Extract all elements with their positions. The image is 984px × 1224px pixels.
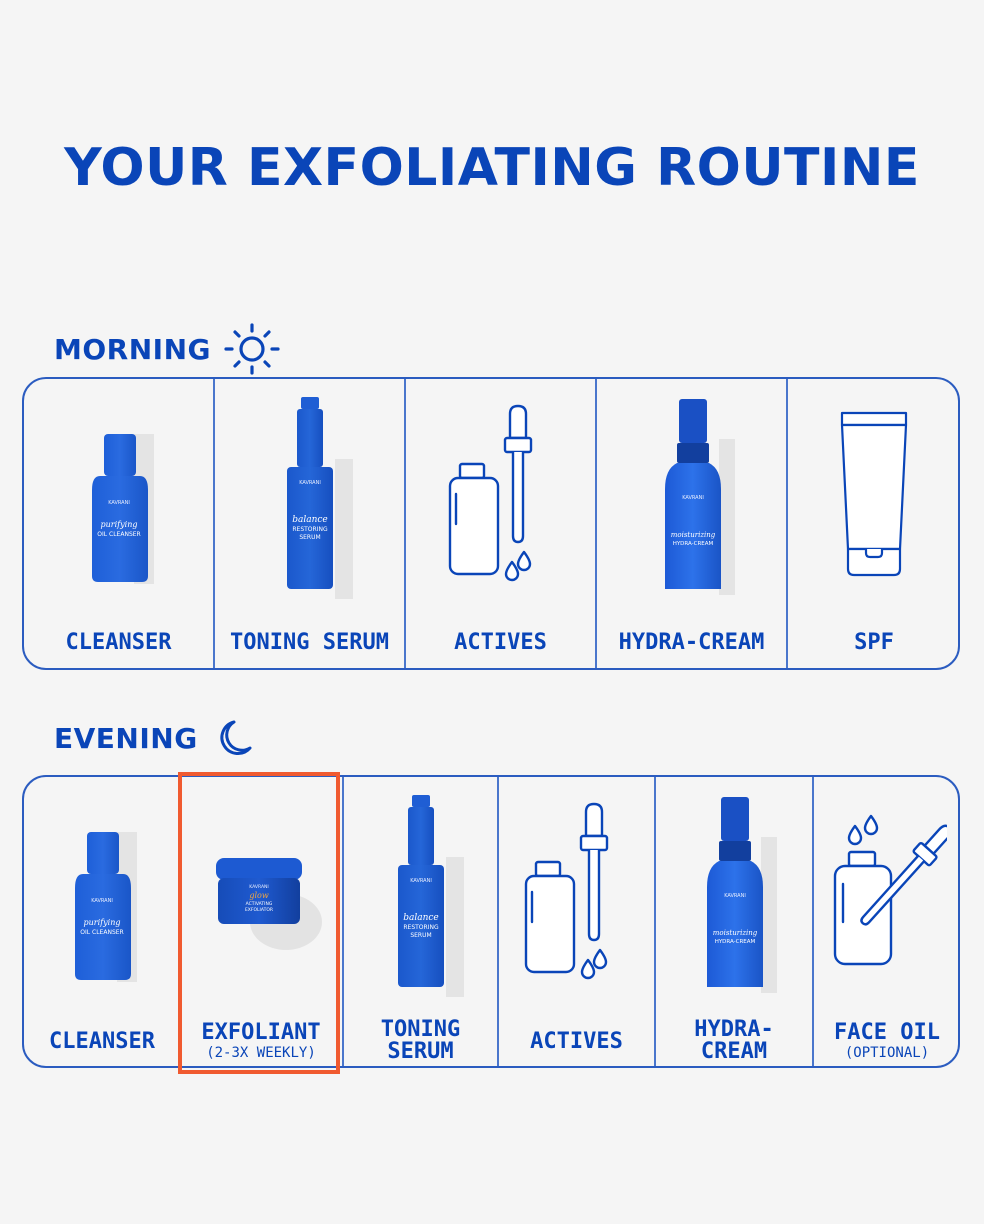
svg-text:HYDRA-CREAM: HYDRA-CREAM <box>672 541 713 547</box>
svg-text:KAVRANI: KAVRANI <box>249 884 268 890</box>
svg-text:balance: balance <box>292 515 328 525</box>
svg-text:moisturizing: moisturizing <box>670 531 715 539</box>
hydra-cream-bottle-image: KAVRANI moisturizing HYDRA-CREAM <box>597 379 786 609</box>
step-label: SPF <box>854 630 894 655</box>
cleanser-bottle-image: KAVRANI purifying OIL CLEANSER <box>24 379 213 609</box>
step-label: CLEANSER <box>65 630 172 655</box>
evening-step-actives[interactable]: ACTIVES <box>497 777 654 1066</box>
evening-heading: EVENING <box>54 718 254 758</box>
svg-text:KAVRANI: KAVRANI <box>91 898 113 904</box>
morning-heading: MORNING <box>54 322 281 376</box>
cleanser-bottle-image: KAVRANI purifying OIL CLEANSER <box>24 777 180 1007</box>
step-label: ACTIVES <box>454 630 547 655</box>
step-sublabel: (2-3X WEEKLY) <box>206 1045 316 1061</box>
moon-icon <box>216 718 254 758</box>
svg-text:KAVRANI: KAVRANI <box>724 893 746 899</box>
evening-step-cleanser[interactable]: KAVRANI purifying OIL CLEANSER CLEANSER <box>24 777 180 1066</box>
hydra-cream-bottle-image: KAVRANI moisturizing HYDRA-CREAM <box>656 777 812 1007</box>
exfoliant-highlight-box <box>178 772 340 1074</box>
svg-text:HYDRA-CREAM: HYDRA-CREAM <box>715 939 756 945</box>
svg-text:RESTORING: RESTORING <box>403 924 439 931</box>
morning-step-actives[interactable]: ACTIVES <box>404 379 595 668</box>
tube-icon <box>788 379 960 609</box>
svg-text:KAVRANI: KAVRANI <box>108 500 130 506</box>
morning-step-cleanser[interactable]: KAVRANI purifying OIL CLEANSER CLEANSER <box>24 379 213 668</box>
step-label: EXFOLIANT (2-3X WEEKLY) <box>180 1022 342 1061</box>
morning-routine-panel: KAVRANI purifying OIL CLEANSER CLEANSER … <box>22 377 960 670</box>
step-label: TONING SERUM <box>380 1017 461 1064</box>
evening-step-hydra-cream[interactable]: KAVRANI moisturizing HYDRA-CREAM HYDRA- … <box>654 777 812 1066</box>
morning-step-toning-serum[interactable]: KAVRANI balance RESTORING SERUM TONING S… <box>213 379 404 668</box>
step-label: HYDRA- CREAM <box>694 1017 774 1064</box>
evening-step-toning-serum[interactable]: KAVRANI balance RESTORING SERUM TONING S… <box>342 777 497 1066</box>
evening-step-face-oil[interactable]: FACE OIL (OPTIONAL) <box>812 777 960 1066</box>
step-label: HYDRA-CREAM <box>618 630 765 655</box>
step-sublabel: (OPTIONAL) <box>844 1045 930 1061</box>
page-title: YOUR EXFOLIATING ROUTINE <box>64 138 920 198</box>
svg-text:SERUM: SERUM <box>410 932 431 939</box>
bottle-dropper-icon <box>406 379 595 609</box>
morning-label: MORNING <box>54 332 211 366</box>
svg-text:OIL CLEANSER: OIL CLEANSER <box>97 531 140 538</box>
svg-text:purifying: purifying <box>100 520 137 529</box>
morning-step-spf[interactable]: SPF <box>786 379 960 668</box>
step-label: CLEANSER <box>49 1029 155 1054</box>
svg-text:KAVRANI: KAVRANI <box>410 878 432 884</box>
evening-step-exfoliant[interactable]: KAVRANI glow ACTIVATING EXFOLIATOR EXFOL… <box>180 777 342 1066</box>
svg-text:moisturizing: moisturizing <box>713 929 758 937</box>
evening-routine-panel: KAVRANI purifying OIL CLEANSER CLEANSER … <box>22 775 960 1068</box>
toning-serum-bottle-image: KAVRANI balance RESTORING SERUM <box>215 379 404 609</box>
svg-text:balance: balance <box>403 913 439 923</box>
svg-text:OIL CLEANSER: OIL CLEANSER <box>80 929 123 936</box>
bottle-dropper-icon <box>499 777 654 1007</box>
sun-icon <box>223 322 281 376</box>
step-label: FACE OIL (OPTIONAL) <box>814 1022 960 1061</box>
evening-label: EVENING <box>54 721 198 755</box>
step-label: ACTIVES <box>530 1029 623 1054</box>
svg-text:KAVRANI: KAVRANI <box>299 480 321 486</box>
svg-text:purifying: purifying <box>84 918 121 927</box>
svg-text:glow: glow <box>249 891 268 900</box>
svg-text:ACTIVATING: ACTIVATING <box>246 901 273 907</box>
oil-bottle-dropper-icon <box>814 777 960 1007</box>
morning-step-hydra-cream[interactable]: KAVRANI moisturizing HYDRA-CREAM HYDRA-C… <box>595 379 786 668</box>
svg-text:RESTORING: RESTORING <box>292 526 328 533</box>
step-label: TONING SERUM <box>230 630 389 655</box>
toning-serum-bottle-image: KAVRANI balance RESTORING SERUM <box>344 777 497 1007</box>
svg-text:KAVRANI: KAVRANI <box>682 495 704 501</box>
svg-text:EXFOLIATOR: EXFOLIATOR <box>245 907 273 913</box>
exfoliator-jar-image: KAVRANI glow ACTIVATING EXFOLIATOR <box>180 777 342 1007</box>
svg-text:SERUM: SERUM <box>299 534 320 541</box>
